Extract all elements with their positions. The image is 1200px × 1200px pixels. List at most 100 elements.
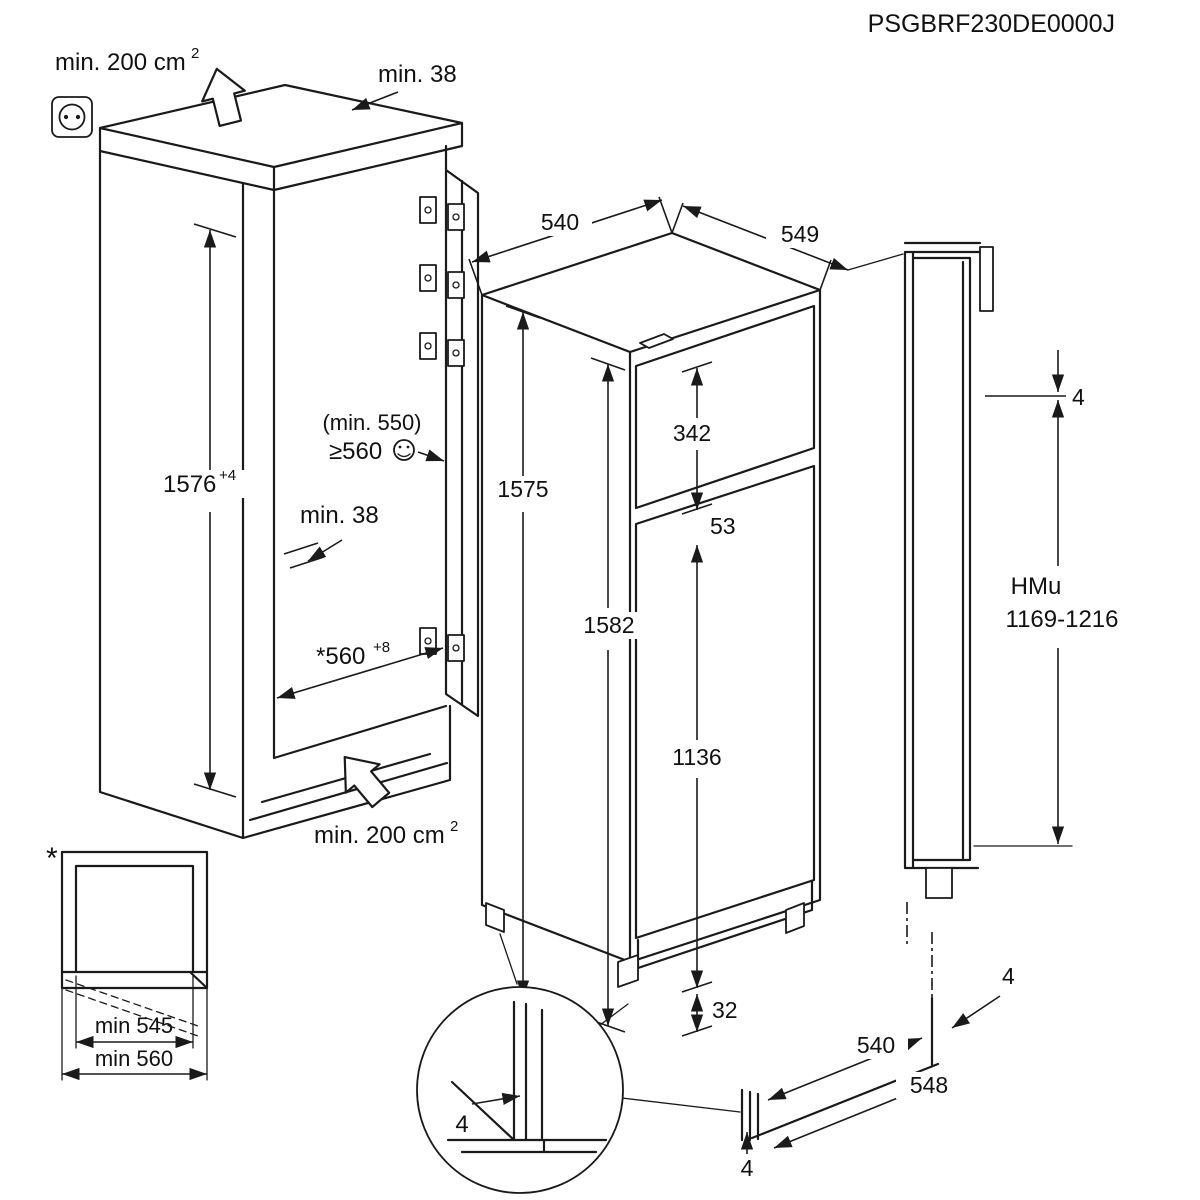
label-bg <box>664 744 730 771</box>
label-bg <box>844 1032 908 1059</box>
niche-width-sup: +8 <box>373 639 390 656</box>
builtin-height-label: 1582 <box>583 612 634 638</box>
niche-height-sup: +4 <box>219 467 236 484</box>
rear-clearance-arrow <box>307 539 343 562</box>
top-clearance-label: min. 38 <box>378 61 457 88</box>
hinge-screw <box>452 349 460 357</box>
footnote-mark: * <box>46 842 58 875</box>
smiley-icon <box>393 439 415 461</box>
depth-ext-continuation <box>847 253 904 271</box>
niche-door-panel <box>444 144 480 718</box>
vent-bottom-label: min. 200 cm <box>314 822 445 849</box>
door-hinges <box>419 196 465 662</box>
hmu-range-label: 1169-1216 <box>1006 606 1119 633</box>
hinge-screw <box>424 274 432 282</box>
drawing-id: PSGBRF230DE0000J <box>868 10 1115 38</box>
fridge-dimensions <box>468 196 904 1037</box>
niche-width-dim <box>276 647 444 699</box>
fridge-top-hinge <box>639 333 674 349</box>
socket-circle <box>58 103 86 131</box>
freezer-door-ticks <box>681 361 713 515</box>
plan-545-label: min 545 <box>95 1013 173 1038</box>
niche-interior <box>241 188 452 840</box>
freezer-door-label: 342 <box>673 420 711 446</box>
top-gap-label: 4 <box>1072 384 1085 410</box>
foot-detail-circle <box>416 986 741 1194</box>
side-foot <box>925 867 953 899</box>
label-bg <box>494 476 552 503</box>
fridge-door-label: 1136 <box>672 744 721 770</box>
hinge-screw <box>424 342 432 350</box>
appliance-width-label: 540 <box>541 209 579 235</box>
detail-circle-outline <box>416 986 624 1194</box>
floor-dimension-drawing <box>740 932 1001 1154</box>
plan-outline <box>60 850 209 990</box>
detail-leader-left <box>499 933 518 985</box>
detail-section-lines <box>446 1000 608 1154</box>
floor-540-label: 540 <box>857 1032 895 1058</box>
top-clearance-arrow <box>351 91 399 111</box>
hinge-plates <box>419 196 465 662</box>
side-top-bracket <box>979 246 994 312</box>
hinge-screw <box>452 644 460 652</box>
niche-width-label: *560 <box>316 643 365 670</box>
niche-side-wall <box>98 149 245 840</box>
vent-arrow-bottom-icon <box>343 755 391 809</box>
fridge-doors <box>634 304 816 970</box>
floor-front-gap-label: 4 <box>741 1155 754 1181</box>
label-bg <box>766 222 834 248</box>
detail-gap-label: 4 <box>455 1111 468 1138</box>
depth-arrow <box>417 449 445 462</box>
labels: PSGBRF230DE0000J min. 200 cm 2 min. 38 1… <box>46 10 1128 1181</box>
floor-548-label: 548 <box>910 1072 948 1098</box>
niche-dimensions <box>193 91 445 798</box>
niche-top-slab <box>98 83 464 192</box>
hmu-label: HMu <box>1011 573 1062 600</box>
niche-drawing <box>51 67 480 840</box>
fridge-drawing <box>468 196 904 1037</box>
fridge-feet <box>485 902 805 988</box>
label-bg <box>666 420 718 447</box>
label-bg <box>996 606 1128 633</box>
hinge-screw <box>452 213 460 221</box>
door-gap-label: 53 <box>710 513 736 539</box>
side-view-drawing <box>903 241 1073 946</box>
label-bg <box>158 470 258 498</box>
label-bg <box>578 612 640 639</box>
detail-gap-arrow <box>471 1092 521 1105</box>
niche-height-label: 1576 <box>163 471 216 498</box>
label-bg <box>896 1072 962 1099</box>
vent-top-label: min. 200 cm <box>55 49 186 76</box>
plinth-height-label: 32 <box>712 997 738 1023</box>
depth-recommended-label: ≥560 <box>329 438 382 465</box>
vent-bottom-sup: 2 <box>450 818 458 835</box>
hinge-screw <box>424 206 432 214</box>
fridge-door-tick <box>681 981 713 993</box>
rear-clearance-label: min. 38 <box>300 502 379 529</box>
vent-top-sup: 2 <box>191 45 199 62</box>
floor-rear-gap-arrow <box>951 995 1001 1029</box>
label-bg <box>528 210 592 236</box>
vent-arrow-top-icon <box>201 67 246 127</box>
floor-rear-gap-label: 4 <box>1002 963 1015 989</box>
hinge-screw <box>452 281 460 289</box>
appliance-depth-label: 549 <box>781 221 819 247</box>
plan-ext-lines <box>61 975 208 1081</box>
depth-min-label: (min. 550) <box>322 410 421 435</box>
rear-spacer-marks <box>283 542 325 569</box>
appliance-height-label: 1575 <box>497 476 548 502</box>
side-wall <box>903 241 982 870</box>
plan-560-label: min 560 <box>95 1046 173 1071</box>
hinge-screw <box>424 637 432 645</box>
niche-height-ticks <box>193 223 237 798</box>
power-socket-icon <box>51 96 93 138</box>
floor-lines <box>740 996 940 1142</box>
side-appliance <box>911 256 972 862</box>
depth-dim <box>682 205 849 271</box>
label-bg <box>1002 574 1070 600</box>
socket-pin <box>75 114 81 120</box>
plan-view-drawing <box>60 850 209 1081</box>
plinth-tick <box>681 1025 713 1037</box>
